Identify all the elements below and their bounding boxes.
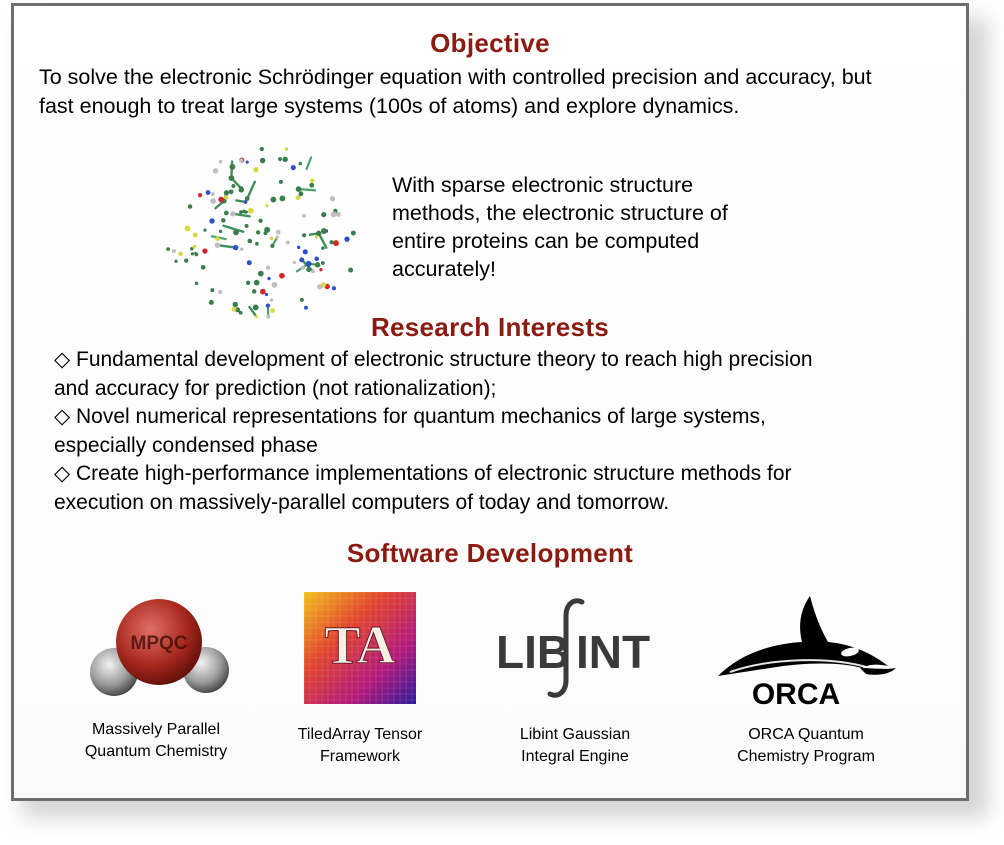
objective-heading: Objective (430, 28, 550, 58)
objective-line-2: fast enough to treat large systems (100s… (39, 94, 740, 118)
tiledarray-logo: TA (304, 592, 416, 704)
protein-caption-line-3: entire proteins can be computed (392, 229, 700, 253)
diamond-bullet-icon: ◇ (54, 462, 71, 485)
libint-logo: LIB INT (496, 598, 650, 698)
libint-caption-line-1: Libint Gaussian (519, 726, 631, 743)
protein-caption-line-1: With sparse electronic structure (392, 173, 694, 197)
research-heading: Research Interests (370, 312, 610, 342)
research-item-line-1: Create high-performance implementations … (76, 462, 792, 485)
integral-sign-icon (547, 598, 585, 698)
orca-caption-line-1: ORCA Quantum (748, 726, 864, 743)
objective-line-1: To solve the electronic Schrödinger equa… (39, 65, 872, 89)
protein-caption-line-2: methods, the electronic structure of (392, 201, 728, 225)
protein-molecule-image (166, 146, 356, 319)
mpqc-logo-text: MPQC (131, 633, 188, 654)
libint-caption-line-2: Integral Engine (521, 748, 629, 765)
tiledarray-caption-line-1: TiledArray Tensor (297, 726, 423, 743)
content-panel: Objective To solve the electronic Schröd… (11, 3, 969, 801)
diamond-bullet-icon: ◇ (54, 348, 71, 371)
software-heading: Software Development (346, 538, 634, 568)
research-list: ◇ Fundamental development of electronic … (54, 346, 934, 517)
tiledarray-logo-text: TA (324, 615, 395, 675)
diamond-bullet-icon: ◇ (54, 405, 71, 428)
research-item-line-2: and accuracy for prediction (not rationa… (54, 376, 497, 400)
research-item-line-1: Fundamental development of electronic st… (76, 348, 813, 371)
objective-text: To solve the electronic Schrödinger equa… (39, 63, 959, 121)
orca-caption-line-2: Chemistry Program (737, 748, 875, 765)
research-item-line-1: Novel numerical representations for quan… (76, 405, 766, 428)
mpqc-caption-line-1: Massively Parallel (91, 721, 221, 738)
orca-logo: ORCA (718, 596, 896, 711)
research-item-line-2: execution on massively-parallel computer… (54, 490, 670, 514)
libint-logo-text-left: LIB (496, 626, 570, 678)
protein-caption: With sparse electronic structure methods… (392, 171, 812, 283)
mpqc-caption: Massively Parallel Quantum Chemistry (66, 719, 246, 763)
research-item: ◇ Fundamental development of electronic … (54, 346, 934, 403)
research-item: ◇ Create high-performance implementation… (54, 460, 934, 517)
tiledarray-caption-line-2: Framework (319, 748, 400, 765)
mpqc-logo: MPQC (90, 599, 229, 696)
mpqc-caption-line-2: Quantum Chemistry (84, 743, 228, 760)
research-item: ◇ Novel numerical representations for qu… (54, 403, 934, 460)
protein-caption-line-4: accurately! (392, 257, 496, 281)
libint-caption: Libint Gaussian Integral Engine (490, 724, 660, 768)
libint-logo-text-right: INT (576, 626, 650, 678)
orca-logo-text: ORCA (752, 678, 840, 711)
orca-caption: ORCA Quantum Chemistry Program (714, 724, 898, 768)
tiledarray-caption: TiledArray Tensor Framework (278, 724, 442, 768)
research-item-line-2: especially condensed phase (54, 433, 318, 457)
